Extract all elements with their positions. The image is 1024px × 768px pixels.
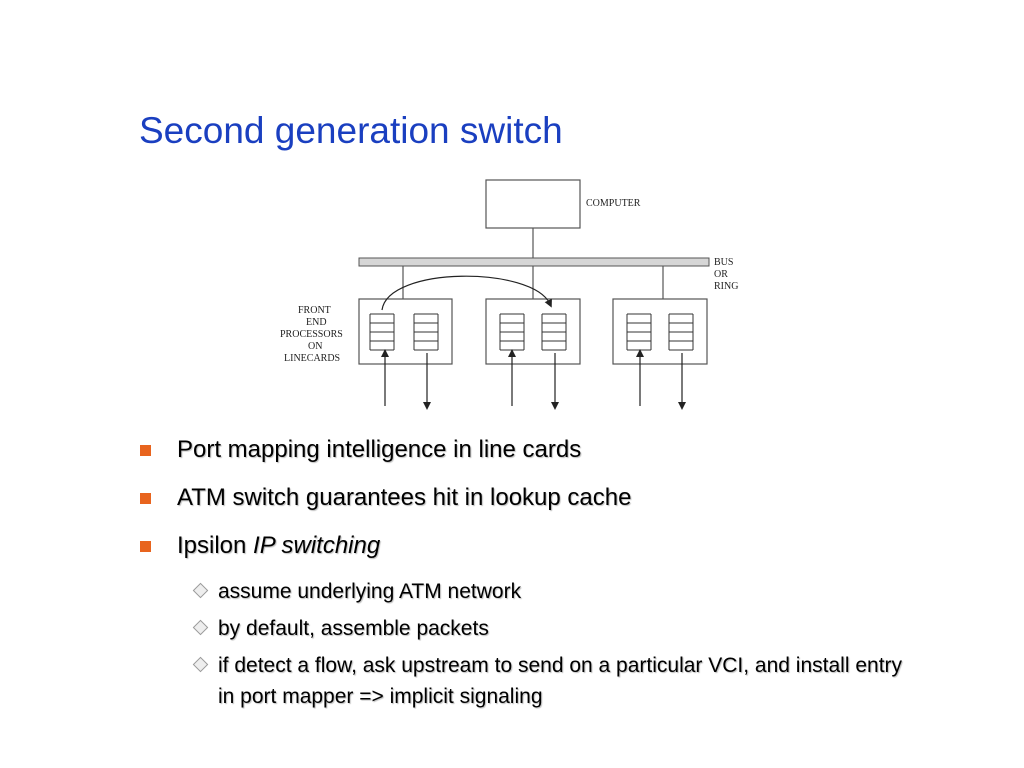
bullet-text-italic: IP switching xyxy=(253,532,381,559)
linecard-1-output-queue xyxy=(413,313,439,351)
bullet-square-icon xyxy=(140,492,151,504)
diamond-bullet-icon xyxy=(192,656,209,673)
linecard-label-line-2: END xyxy=(306,317,327,328)
bus-label-line-1: BUS xyxy=(714,257,733,268)
switch-diagram: COMPUTER BUS OR RING FRONT END PROCESSOR… xyxy=(270,170,770,415)
linecard-2 xyxy=(485,298,581,365)
sub-bullet-text: if detect a flow, ask upstream to send o… xyxy=(218,654,903,708)
linecard-label-line-1: FRONT xyxy=(298,305,331,316)
linecard-2-output-queue xyxy=(541,313,567,351)
bullet-text-plain: Ipsilon xyxy=(177,532,254,559)
slide-title: Second generation switch xyxy=(139,110,563,151)
bullet-square-icon xyxy=(140,444,151,456)
sub-bullet-text: by default, assemble packets xyxy=(218,617,489,640)
computer-box xyxy=(485,179,581,229)
bus-label-line-2: OR xyxy=(714,269,728,280)
diamond-bullet-icon xyxy=(192,619,209,636)
sub-bullet-item: if detect a flow, ask upstream to send o… xyxy=(192,650,922,712)
sub-bullet-item: by default, assemble packets xyxy=(192,613,952,644)
linecard-2-input-queue xyxy=(499,313,525,351)
linecard-3-input-queue xyxy=(626,313,652,351)
linecard-1-input-queue xyxy=(369,313,395,351)
bullet-text: Port mapping intelligence in line cards xyxy=(177,436,582,463)
linecard-label-line-4: ON xyxy=(308,341,322,352)
bullet-square-icon xyxy=(140,540,151,552)
sub-bullet-item: assume underlying ATM network xyxy=(192,576,952,607)
computer-label: COMPUTER xyxy=(586,198,641,209)
card-to-card-arrow xyxy=(381,275,552,311)
bullet-text: ATM switch guarantees hit in lookup cach… xyxy=(177,484,632,511)
linecard-label-line-3: PROCESSORS xyxy=(280,329,343,340)
bullet-item: Port mapping intelligence in line cards xyxy=(140,436,960,464)
bullet-item: ATM switch guarantees hit in lookup cach… xyxy=(140,484,960,512)
linecard-3-output-queue xyxy=(668,313,694,351)
bullet-text: Ipsilon IP switching xyxy=(177,532,380,560)
switch-diagram-svg: COMPUTER BUS OR RING FRONT END PROCESSOR… xyxy=(280,179,738,410)
linecard-label-line-5: LINECARDS xyxy=(284,353,340,364)
diamond-bullet-icon xyxy=(192,582,209,599)
bus-bar xyxy=(358,257,710,267)
linecard-3 xyxy=(612,298,708,365)
bus-label-line-3: RING xyxy=(714,281,738,292)
sub-bullet-text: assume underlying ATM network xyxy=(218,580,522,603)
bullet-item: Ipsilon IP switching xyxy=(140,532,960,560)
linecard-1 xyxy=(358,298,453,365)
